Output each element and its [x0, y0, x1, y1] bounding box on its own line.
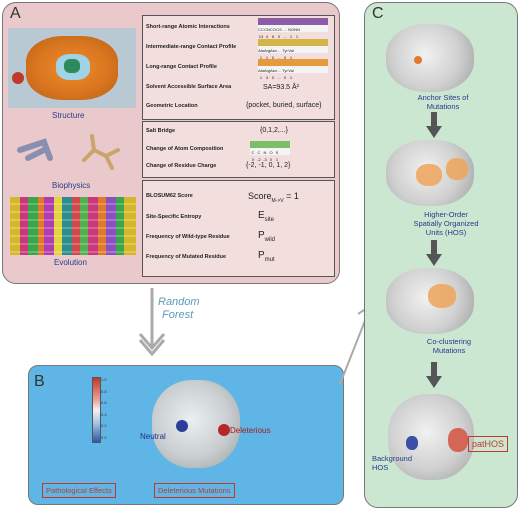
- feature-site-entropy: Site-Specific Entropy: [146, 214, 202, 220]
- mini-table-cell: 1: [295, 34, 299, 39]
- hos-region-1: [416, 164, 442, 186]
- hos-label: Higher-Order Spatially Organized Units (…: [413, 210, 479, 237]
- background-hos-marker: [406, 436, 418, 450]
- panel-b-label: B: [34, 373, 45, 390]
- mini-table-cell: 4: [265, 34, 269, 39]
- value-wild-frequency: Pwild: [258, 230, 276, 243]
- mini-table-cell: 6: [271, 34, 275, 39]
- panel-a-label: A: [10, 5, 21, 22]
- c-arrow-1: [426, 112, 442, 138]
- mini-table-cell: 0: [277, 34, 281, 39]
- mini-table-cell: 1: [289, 55, 293, 60]
- evolution-caption: Evolution: [54, 258, 87, 267]
- table-atom-composition: CCNOS 0-2-301: [250, 141, 290, 162]
- feature-sasa: Solvent Accessible Surface Area: [146, 84, 232, 90]
- mini-table-cell: 0: [271, 75, 275, 80]
- anchor-sites-label: Anchor Sites of Mutations: [417, 93, 469, 111]
- mini-table-cell: 0: [283, 55, 287, 60]
- pathos-region: [448, 428, 468, 452]
- feature-box-biophysics: [142, 121, 335, 178]
- neutral-label: Neutral: [140, 432, 166, 441]
- mini-table-cell: 1: [289, 34, 293, 39]
- co-cluster-region: [428, 284, 456, 308]
- mini-table-cell: 0: [271, 55, 275, 60]
- pathos-box: patHOS: [468, 436, 509, 452]
- random-forest-arrow: [132, 286, 172, 357]
- co-clustering-label: Co-clustering Mutations: [426, 337, 472, 355]
- feature-salt-bridge: Salt Bridge: [146, 128, 176, 134]
- value-geometric-location: {pocket, buried, surface}: [246, 102, 322, 109]
- pathological-effects-box: Pathological Effects: [42, 483, 116, 498]
- deleterious-label: Deleterious: [230, 426, 271, 435]
- value-site-entropy: Esite: [258, 210, 275, 223]
- deleterious-marker: [218, 424, 230, 436]
- mini-table-cell: -3: [263, 157, 267, 162]
- mini-table-cell: 0: [283, 75, 287, 80]
- mini-table-cell: ...: [277, 75, 281, 80]
- feature-mut-frequency: Frequency of Mutated Residue: [146, 254, 227, 260]
- feature-box-evolution: [142, 180, 335, 277]
- feature-residue-charge: Change of Residue Charge: [146, 163, 217, 169]
- alignment-image: [10, 197, 136, 255]
- feature-blosum62: BLOSUM62 Score: [146, 193, 193, 199]
- random-forest-label: Random Forest: [158, 296, 200, 321]
- feature-atom-composition: Change of Atom Composition: [146, 146, 224, 152]
- biophysics-image: [14, 128, 134, 178]
- feature-wild-frequency: Frequency of Wild-type Residue: [146, 234, 230, 240]
- mini-table-cell: -2: [257, 157, 261, 162]
- value-mut-frequency: Pmut: [258, 250, 275, 263]
- value-residue-charge: {-2, -1, 0, 1, 2}: [246, 162, 291, 169]
- anchor-site-marker: [414, 56, 422, 64]
- c-arrow-2: [426, 240, 442, 266]
- colorbar: [92, 377, 101, 443]
- biophysics-caption: Biophysics: [52, 181, 91, 190]
- deleterious-mutations-box: Deleterious Mutations: [154, 483, 235, 498]
- structure-caption: Structure: [52, 111, 85, 120]
- mini-table-cell: 0: [251, 157, 255, 162]
- mini-table-cell: 0: [269, 157, 273, 162]
- colorbar-ticks: 1.0 0.8 0.6 0.4 0.2 0.0: [101, 377, 107, 440]
- feature-long-range: Long-range Contact Profile: [146, 64, 217, 70]
- mini-table-cell: 1: [259, 55, 263, 60]
- value-salt-bridge: {0,1,2,...}: [260, 127, 289, 134]
- feature-short-range: Short-range Atomic Interactions: [146, 24, 230, 30]
- panel-c-label: C: [372, 5, 384, 22]
- background-hos-label: Background HOS: [372, 454, 413, 472]
- table-intermediate-range: AlaArgAsn...TyrVal 110...01: [258, 39, 328, 60]
- mini-table-cell: 1: [289, 75, 293, 80]
- neutral-marker: [176, 420, 188, 432]
- mini-table-cell: 3: [265, 75, 269, 80]
- feature-intermediate-range: Intermediate-range Contact Profile: [146, 44, 237, 50]
- table-long-range: AlaArgAsn...TyrVal 130...01: [258, 59, 328, 80]
- protein-structure-c1: [386, 24, 474, 92]
- hos-region-2: [446, 158, 468, 180]
- mini-table-cell: 1: [259, 75, 263, 80]
- feature-geometric-location: Geometric Location: [146, 103, 198, 109]
- value-blosum62: ScoreM->V = 1: [248, 191, 299, 204]
- mini-table-cell: ...: [277, 55, 281, 60]
- mini-table-cell: ...: [283, 34, 287, 39]
- structure-image: [8, 28, 136, 108]
- c-arrow-3: [426, 362, 442, 388]
- value-sasa: SA=93.5 Å²: [263, 84, 299, 91]
- mini-table-cell: 1: [265, 55, 269, 60]
- mini-table-cell: 13: [258, 34, 264, 39]
- mini-table-cell: 1: [275, 157, 279, 162]
